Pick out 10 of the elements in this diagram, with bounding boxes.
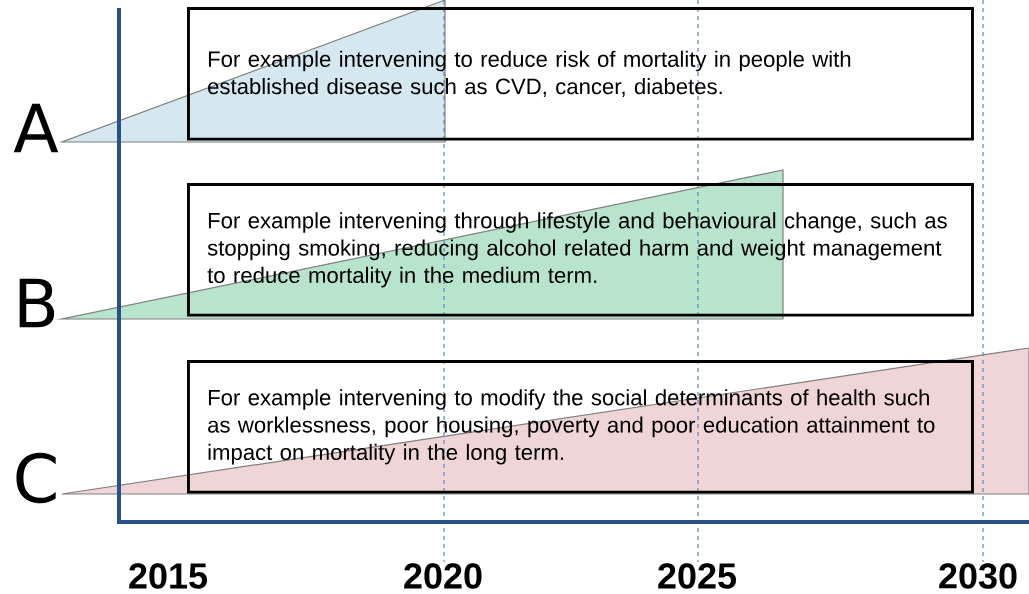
year-label: 2015 <box>129 563 208 589</box>
year-label: 2025 <box>658 563 737 589</box>
text-box: For example intervening through lifestyle and behavioural change, such as stopping smoking, reducing alcohol related harm and weight management to reduce mortality in the medium term. <box>187 183 974 317</box>
year-label: 2030 <box>939 563 1017 589</box>
text-box: For example intervening to modify the social determinants of health such as worklessness, poor housing, poverty and poor education attainment to impact on mortality in the long term. <box>187 360 974 494</box>
row-letter: B <box>19 278 55 328</box>
row-letter: A <box>13 103 59 153</box>
row-letter: C <box>16 452 56 504</box>
year-label: 2020 <box>404 563 482 589</box>
text-box: For example intervening to reduce risk of mortality in people with established disease such as CVD, cancer, diabetes. <box>187 7 974 141</box>
